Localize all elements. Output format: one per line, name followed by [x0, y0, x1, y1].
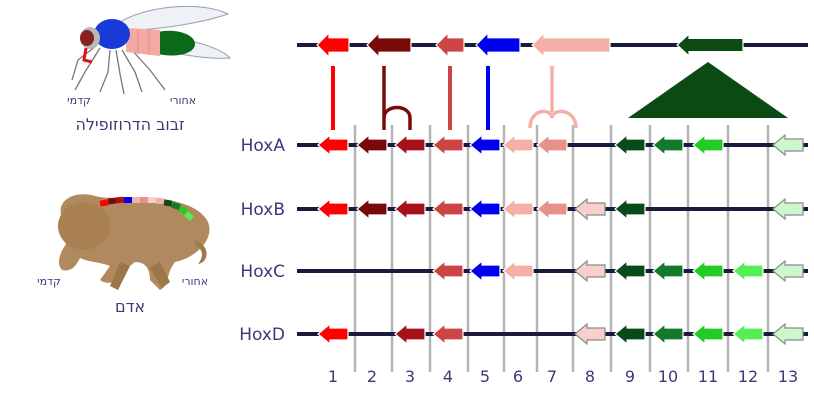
fly-gene-arrow-5: [475, 31, 521, 59]
gene-arrow-hoxc-4: [432, 259, 464, 283]
gene-arrow-hoxd-11: [692, 322, 724, 346]
embryo-caption: אדם: [115, 297, 145, 316]
fly-wing-upper: [119, 6, 230, 31]
embryo-hox-band: [99, 196, 194, 221]
gene-arrow-hoxa-1: [317, 133, 349, 157]
paralog-number: 2: [367, 367, 377, 386]
paralog-number: 7: [547, 367, 557, 386]
paralog-number: 12: [738, 367, 758, 386]
gene-arrow-hoxb-9: [614, 197, 646, 221]
gene-arrow-hoxa-13: [772, 133, 804, 157]
fly-hox-cluster: [297, 31, 808, 130]
fly-thorax: [94, 19, 130, 49]
fly-gene-arrow-abd: [676, 32, 744, 58]
gene-arrow-hoxb-2: [356, 197, 388, 221]
paralog-number: 9: [625, 367, 635, 386]
gene-arrow-hoxd-12: [732, 322, 764, 346]
paralog-number: 1: [328, 367, 338, 386]
fly-illustration: [71, 6, 232, 95]
embryo-head: [58, 202, 110, 250]
gene-arrow-hoxb-8: [574, 197, 606, 221]
fly-gene-arrows: [316, 31, 744, 59]
embryo-limb-lower: [110, 262, 130, 290]
fly-gene-arrow-4: [435, 31, 465, 59]
embryo-illustration: [58, 194, 210, 290]
paralog-number: 13: [778, 367, 798, 386]
gene-arrow-hoxd-10: [652, 322, 684, 346]
cluster-label: HoxD: [239, 325, 285, 345]
paralog-number: 5: [480, 367, 490, 386]
paralog-grid: [353, 125, 770, 372]
paralog-number: 8: [585, 367, 595, 386]
gene-arrow-hoxb-1: [317, 197, 349, 221]
paralog-number: 10: [658, 367, 678, 386]
fly-gene-arrow-7: [531, 31, 611, 59]
fly-caption: זבוב הדרוזופילה: [75, 115, 184, 134]
embryo-anterior-label: קדמי: [37, 275, 61, 288]
cluster-hoxc: HoxC: [240, 259, 808, 283]
gene-arrow-hoxb-7: [536, 197, 568, 221]
gene-arrow-hoxa-2: [356, 133, 388, 157]
gene-arrow-hoxb-6: [502, 197, 534, 221]
gene-arrow-hoxa-5: [469, 133, 501, 157]
gene-arrow-hoxc-10: [652, 259, 684, 283]
connector-gene-2-3: [382, 66, 412, 130]
cluster-hoxb: HoxB: [241, 197, 808, 221]
gene-arrow-hoxb-4: [432, 197, 464, 221]
gene-arrow-hoxd-3: [394, 322, 426, 346]
gene-arrow-hoxc-11: [692, 259, 724, 283]
gene-arrow-hoxc-5: [469, 259, 501, 283]
embryo-posterior-label: אחורי: [182, 275, 208, 288]
fly-anterior-label: קדמי: [67, 94, 91, 107]
gene-arrow-hoxc-12: [732, 259, 764, 283]
cluster-label: HoxA: [241, 136, 286, 156]
cluster-hoxa: HoxA: [241, 133, 808, 157]
paralog-number: 3: [405, 367, 415, 386]
abdominal-gene-expansion: [628, 62, 788, 118]
vertebrate-clusters: HoxA HoxB HoxC HoxD: [239, 133, 808, 346]
embryo-tail: [195, 240, 207, 264]
gene-arrow-hoxb-13: [772, 197, 804, 221]
paralog-number: 4: [443, 367, 453, 386]
fly-posterior-label: אחורי: [170, 94, 196, 107]
gene-arrow-hoxb-3: [394, 197, 426, 221]
gene-arrow-hoxb-5: [469, 197, 501, 221]
gene-arrow-hoxa-3: [394, 133, 426, 157]
fly-mouthparts: [82, 47, 93, 64]
paralog-number: 6: [513, 367, 523, 386]
fly-gene-arrow-1: [316, 31, 350, 59]
gene-arrow-hoxc-8: [574, 259, 606, 283]
gene-arrow-hoxa-7: [536, 133, 568, 157]
connector-gene-6-7-8: [528, 66, 578, 129]
gene-arrow-hoxa-10: [652, 133, 684, 157]
gene-arrow-hoxd-13: [772, 322, 804, 346]
cluster-label: HoxB: [241, 200, 285, 220]
paralog-number: 11: [698, 367, 718, 386]
gene-arrow-hoxd-4: [432, 322, 464, 346]
fly-gene-arrow-2: [366, 31, 412, 59]
gene-arrow-hoxa-11: [692, 133, 724, 157]
gene-arrow-hoxd-9: [614, 322, 646, 346]
gene-arrow-hoxa-9: [614, 133, 646, 157]
fly-abdomen-posterior: [158, 30, 195, 56]
fly-abdomen-anterior: [126, 28, 160, 56]
cluster-hoxd: HoxD: [239, 322, 808, 346]
gene-arrow-hoxa-6: [502, 133, 534, 157]
gene-arrow-hoxa-4: [432, 133, 464, 157]
gene-arrow-hoxc-13: [772, 259, 804, 283]
gene-arrow-hoxd-8: [574, 322, 606, 346]
gene-arrow-hoxc-6: [502, 259, 534, 283]
embryo-limb-rear: [150, 262, 170, 288]
gene-arrow-hoxd-1: [317, 322, 349, 346]
gene-arrow-hoxc-9: [614, 259, 646, 283]
fly-eye: [80, 30, 94, 46]
cluster-label: HoxC: [240, 262, 285, 282]
fly-legs: [71, 45, 166, 95]
